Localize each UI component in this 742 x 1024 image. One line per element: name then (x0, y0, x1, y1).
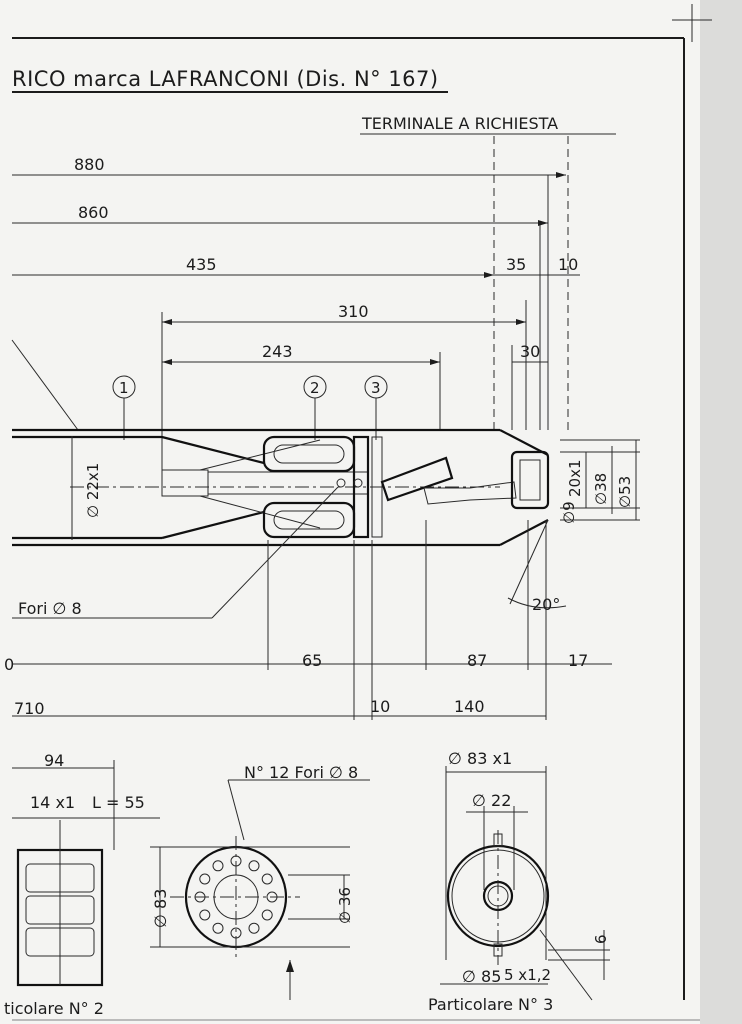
dim-435: 435 (186, 255, 217, 274)
angle-arc (507, 597, 567, 609)
dim-65: 65 (302, 651, 322, 670)
dim-860: 860 (78, 203, 109, 222)
dim-phi53: ∅53 (616, 476, 634, 508)
part3-thickness: 5 x1,2 (504, 966, 551, 984)
dim-phi38: ∅38 (592, 473, 610, 505)
svg-text:2: 2 (310, 379, 320, 397)
dim-10-top: 10 (558, 255, 578, 274)
svg-text:3: 3 (371, 379, 381, 397)
dim-phi9: ∅9 (560, 501, 578, 524)
holes-note: Fori ∅ 8 (18, 599, 82, 618)
flange-holes (194, 855, 278, 939)
dim-10-bottom: 10 (370, 697, 390, 716)
flange-hole (248, 922, 260, 934)
dim-35: 35 (506, 255, 526, 274)
flange-drawing (150, 779, 370, 1000)
flange-hole (266, 891, 278, 903)
flange-hole (194, 891, 206, 903)
part3-height: 6 (592, 934, 610, 944)
dim-0: 0 (4, 655, 14, 674)
flange-hole (261, 909, 273, 921)
flange-hole (261, 873, 273, 885)
dim-20x1: 20x1 (566, 459, 584, 497)
flange-hole (199, 873, 211, 885)
part2-spec: 14 x1 (30, 793, 75, 812)
flange-hole (212, 922, 224, 934)
dim-140: 140 (454, 697, 485, 716)
dim-710: 710 (14, 699, 45, 718)
silencer-section (11, 339, 550, 619)
angle-leader (509, 519, 549, 605)
terminal-note: TERMINALE A RICHIESTA (361, 114, 558, 133)
part2-diameter: ∅ 83 (151, 889, 170, 928)
flange-inner-diameter: ∅ 36 (336, 887, 354, 924)
part3-label: Particolare N° 3 (428, 995, 553, 1014)
drawing-title: RICO marca LAFRANCONI (Dis. N° 167) (12, 67, 439, 91)
callout-1: 1 (112, 375, 136, 440)
part2-length: L = 55 (92, 793, 145, 812)
part3-outer: ∅ 83 x1 (448, 749, 512, 768)
flange-hole (212, 860, 224, 872)
flange-hole (230, 855, 242, 867)
svg-text:1: 1 (119, 379, 129, 397)
part3-inner: ∅ 22 (472, 791, 511, 810)
page-edge-shadow (700, 0, 742, 1024)
flange-hole (199, 909, 211, 921)
dim-phi22x1: ∅ 22x1 (84, 463, 102, 518)
dim-94: 94 (44, 751, 64, 770)
particolare-3-drawing (440, 766, 610, 1001)
callout-3: 3 (364, 375, 388, 440)
dim-310: 310 (338, 302, 369, 321)
dim-87: 87 (467, 651, 487, 670)
part2-label: ticolare N° 2 (4, 999, 104, 1018)
particolare-2-drawing (12, 760, 160, 987)
lower-dim-lines (12, 520, 612, 720)
dim-17: 17 (568, 651, 588, 670)
flange-holes-note: N° 12 Fori ∅ 8 (244, 763, 358, 782)
callout-2: 2 (303, 375, 327, 440)
dim-880: 880 (74, 155, 105, 174)
dim-243: 243 (262, 342, 293, 361)
part3-base: ∅ 85 (462, 967, 501, 986)
right-dim-lines (560, 439, 640, 521)
flange-hole (230, 927, 242, 939)
dim-30: 30 (520, 342, 540, 361)
flange-hole (248, 860, 260, 872)
dimension-lines (12, 172, 580, 470)
